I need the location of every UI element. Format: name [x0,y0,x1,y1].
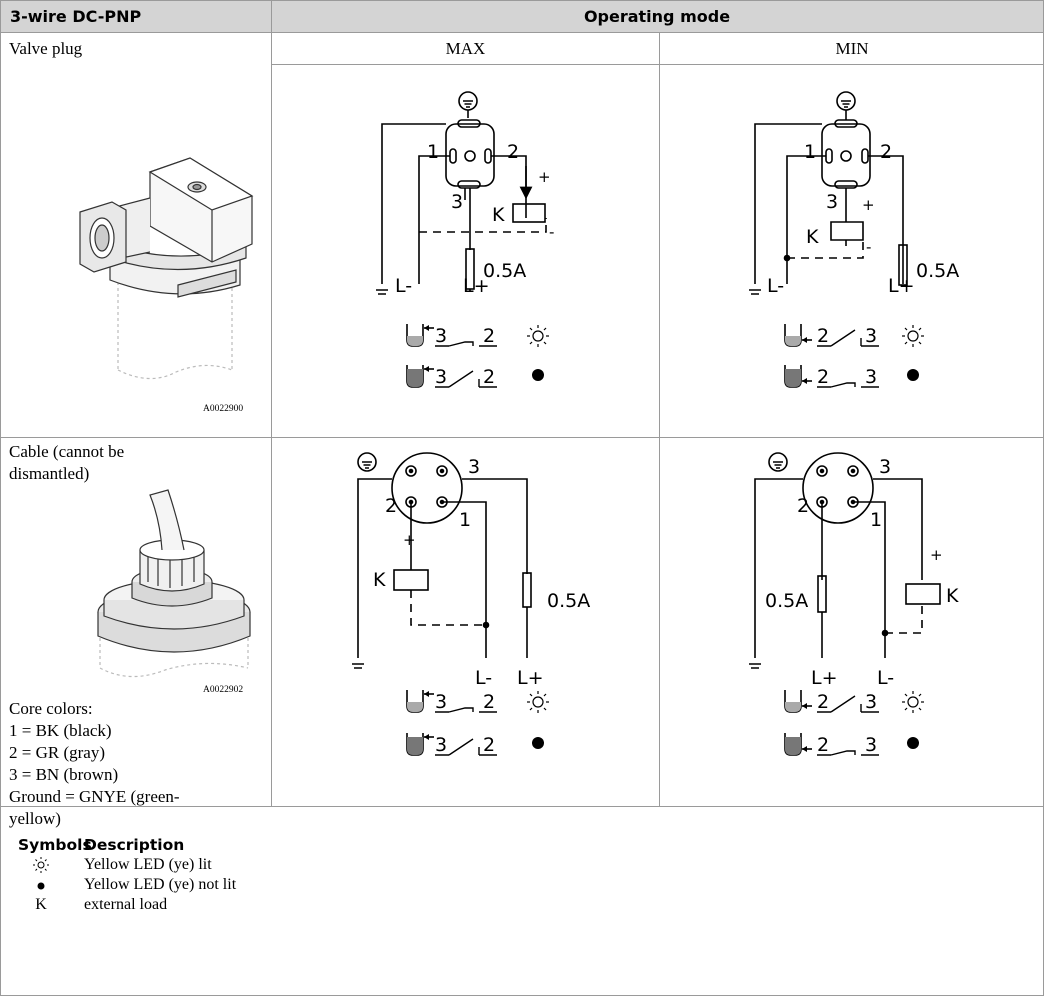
svg-text:3: 3 [435,691,447,713]
core-color-ground: Ground = GNYE (green- [9,787,180,806]
svg-text:2: 2 [483,691,495,713]
legend-led-off-text: Yellow LED (ye) not lit [84,876,237,893]
min-cable-pin1: 1 [870,509,882,531]
svg-text:3: 3 [865,325,877,347]
max-valve-minus: - [549,223,554,241]
max-cable-pin2: 2 [385,495,397,517]
legend-led-lit-icon [33,857,49,873]
max-valve-pin2: 2 [507,141,519,163]
max-valve-pin3: 3 [451,191,463,213]
min-cable-wiring [749,452,941,669]
min-valve-labels: 1 2 3 K 0.5A L- L+ + - [767,141,959,297]
core-colors-heading: Core colors: [9,699,93,718]
min-cable-switch-states: 2 3 2 3 [784,690,924,756]
min-cable-labels: 3 2 1 K 0.5A L+ L- + [765,456,959,689]
min-cable-lplus: L+ [811,667,838,689]
max-cable-pin1: 1 [459,509,471,531]
svg-text:3: 3 [865,734,877,756]
grid-row-divider-header [0,32,1044,33]
legend-led-lit-text: Yellow LED (ye) lit [84,856,212,873]
max-valve-lminus: L- [395,275,412,297]
core-color-3: 3 = BN (brown) [9,765,119,784]
grid-row-divider-2 [0,806,1044,807]
image-ref-cable: A0022902 [203,685,244,695]
min-cable-lminus: L- [877,667,894,689]
max-valve-pin1: 1 [427,141,439,163]
svg-text:2: 2 [483,325,495,347]
image-ref-valve-plug: A0022900 [203,404,244,414]
max-valve-plus: + [538,168,551,186]
core-color-1: 1 = BK (black) [9,721,112,740]
min-valve-pin1: 1 [804,141,816,163]
svg-text:3: 3 [435,366,447,388]
max-cable-lminus: L- [475,667,492,689]
max-valve-fuse: 0.5A [483,260,526,282]
grid-col-divider-2 [659,32,660,806]
max-cable-pin3: 3 [468,456,480,478]
min-valve-pin2: 2 [880,141,892,163]
svg-text:2: 2 [817,325,829,347]
grid-row-divider-modes [271,64,1044,65]
svg-text:2: 2 [817,691,829,713]
max-cable-wiring [352,452,532,669]
core-color-2: 2 = GR (gray) [9,743,105,762]
min-valve-load: K [806,226,819,248]
svg-text:3: 3 [865,691,877,713]
min-cable-fuse: 0.5A [765,590,808,612]
min-valve-minus: - [866,238,871,256]
valve-plug-image [79,157,254,380]
min-valve-pin3: 3 [826,191,838,213]
cable-image [97,489,251,678]
min-valve-wiring [749,91,908,295]
min-cable-pin2: 2 [797,495,809,517]
max-cable-load: K [373,569,386,591]
max-valve-lplus: L+ [463,275,490,297]
core-color-ground-cont: yellow) [9,809,61,828]
legend-load-symbol: K [35,896,47,913]
legend-led-off-icon [37,882,45,890]
svg-text:3: 3 [865,366,877,388]
min-cable-plus: + [930,546,943,564]
svg-text:2: 2 [483,366,495,388]
min-valve-lplus: L+ [888,275,915,297]
min-cable-pin3: 3 [879,456,891,478]
min-valve-switch-states: 2 3 2 3 [784,324,924,388]
min-valve-fuse: 0.5A [916,260,959,282]
svg-text:3: 3 [435,734,447,756]
max-cable-fuse: 0.5A [547,590,590,612]
max-cable-lplus: L+ [517,667,544,689]
min-valve-lminus: L- [767,275,784,297]
mode-min: MIN [835,39,869,58]
row-valve-plug-title: Valve plug [9,39,83,58]
max-cable-plus: + [403,531,416,549]
max-valve-wiring [376,91,547,295]
mode-max: MAX [445,39,486,58]
max-cable-labels: 3 2 1 K 0.5A L- L+ + [373,456,590,689]
svg-text:3: 3 [435,325,447,347]
grid-row-divider-1 [0,437,1044,438]
legend-description-header: Description [84,836,185,854]
svg-text:2: 2 [817,366,829,388]
row-cable-title-1: Cable (cannot be [9,442,125,461]
min-cable-load: K [946,585,959,607]
svg-text:2: 2 [817,734,829,756]
grid-col-divider-1 [271,0,272,806]
max-cable-switch-states: 3 2 3 2 [406,690,549,756]
max-valve-switch-states: 3 2 3 2 [406,324,549,388]
legend-symbols-header: Symbols [18,836,92,854]
legend-load-text: external load [84,896,168,913]
max-valve-labels: 1 2 3 K 0.5A L- L+ + - [395,141,554,297]
svg-text:2: 2 [483,734,495,756]
header-connection-type: 3-wire DC-PNP [10,7,142,26]
header-operating-mode: Operating mode [583,7,731,26]
row-cable-title-2: dismantled) [9,464,90,483]
min-valve-plus: + [862,196,875,214]
max-valve-load: K [492,204,505,226]
table-header [1,1,1043,32]
